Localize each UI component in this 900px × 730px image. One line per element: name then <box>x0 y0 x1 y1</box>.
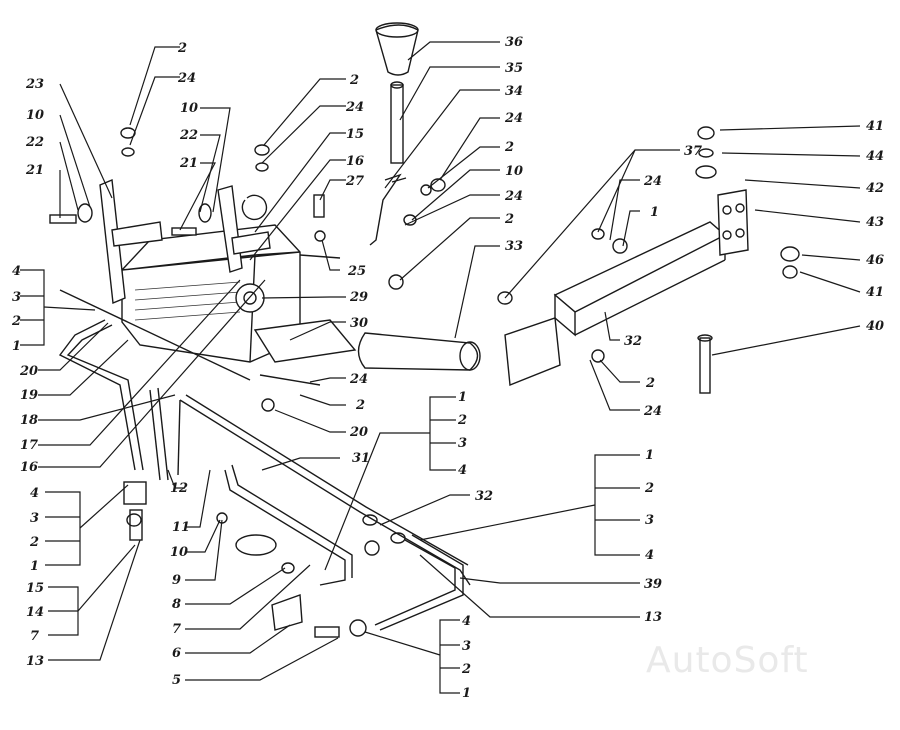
callout-label: 2 <box>504 212 514 227</box>
lever-assembly <box>261 22 446 412</box>
callout-label: 10 <box>170 545 188 560</box>
callout-label: 33 <box>505 239 523 254</box>
callout-label: 7 <box>30 629 39 644</box>
callout-label: 13 <box>644 610 662 625</box>
callout-label: 4 <box>30 486 39 501</box>
callout-label: 46 <box>866 253 884 268</box>
callout-label: 7 <box>172 622 181 637</box>
callout-label: 1 <box>645 448 654 463</box>
callout-label: 3 <box>458 436 467 451</box>
callout-label: 41 <box>866 119 884 134</box>
callout-label: 44 <box>866 149 884 164</box>
callout-label: 4 <box>462 614 471 629</box>
callout-label: 3 <box>645 513 654 528</box>
callout-label: 30 <box>350 316 368 331</box>
callout-label: 20 <box>349 425 368 440</box>
callout-label: 1 <box>30 559 39 574</box>
callout-label: 4 <box>458 463 467 478</box>
callout-label: 39 <box>644 577 662 592</box>
callout-label: 10 <box>26 108 44 123</box>
callout-label: 36 <box>505 35 523 50</box>
callout-label: 37 <box>684 144 702 159</box>
callout-label: 20 <box>19 364 38 379</box>
callout-label: 21 <box>179 156 198 171</box>
callout-label: 24 <box>643 174 662 189</box>
callout-label: 2 <box>11 314 21 329</box>
callout-label: 10 <box>505 164 523 179</box>
callout-label: 3 <box>30 511 39 526</box>
callout-label: 2 <box>355 398 365 413</box>
callout-label: 40 <box>866 319 884 334</box>
callout-label: 43 <box>866 215 884 230</box>
callout-label: 29 <box>349 290 368 305</box>
callout-label: 18 <box>20 413 38 428</box>
callout-label: 16 <box>20 460 38 475</box>
callout-labels: 2 24 23 10 22 21 10 22 21 2 24 15 16 27 … <box>11 35 884 701</box>
callout-label: 1 <box>12 339 21 354</box>
callout-label: 31 <box>352 451 370 466</box>
handle-cover <box>357 332 481 371</box>
callout-label: 3 <box>12 290 21 305</box>
callout-label: 11 <box>172 520 190 535</box>
watermark: AutoSoft <box>646 640 809 681</box>
callout-label: 4 <box>645 548 654 563</box>
callout-label: 8 <box>172 597 181 612</box>
callout-label: 23 <box>25 77 44 92</box>
linkage-rods <box>58 319 471 638</box>
callout-label: 2 <box>461 662 471 677</box>
callout-label: 24 <box>504 111 523 126</box>
callout-label: 10 <box>180 101 198 116</box>
callout-label: 24 <box>349 372 368 387</box>
callout-label: 17 <box>20 438 38 453</box>
callout-label: 24 <box>643 404 662 419</box>
callout-label: 3 <box>462 639 471 654</box>
callout-label: 14 <box>26 605 44 620</box>
callout-label: 22 <box>25 135 44 150</box>
fasteners-left <box>49 127 270 236</box>
right-lever-arm <box>497 126 800 394</box>
callout-label: 2 <box>29 535 39 550</box>
callout-label: 41 <box>866 285 884 300</box>
callout-label: 15 <box>26 581 44 596</box>
callout-label: 27 <box>345 174 364 189</box>
callout-label: 42 <box>866 181 884 196</box>
callout-label: 25 <box>347 264 366 279</box>
callout-label: 19 <box>20 388 38 403</box>
callout-label: 35 <box>505 61 523 76</box>
callout-label: 32 <box>624 334 642 349</box>
callout-label: 1 <box>650 205 659 220</box>
callout-label: 2 <box>349 73 359 88</box>
main-bracket-assembly <box>59 178 357 386</box>
callout-label: 12 <box>170 481 188 496</box>
callout-label: 2 <box>457 413 467 428</box>
callout-label: 1 <box>458 390 467 405</box>
callout-label: 9 <box>172 573 181 588</box>
callout-label: 24 <box>177 71 196 86</box>
callout-label: 4 <box>12 264 21 279</box>
callout-label: 2 <box>645 376 655 391</box>
callout-label: 6 <box>172 646 181 661</box>
callout-label: 21 <box>25 163 44 178</box>
callout-label: 15 <box>346 127 364 142</box>
callout-label: 24 <box>504 189 523 204</box>
callout-label: 32 <box>475 489 493 504</box>
callout-label: 5 <box>172 673 181 688</box>
leader-lines <box>20 41 861 694</box>
callout-label: 34 <box>505 84 523 99</box>
callout-label: 22 <box>179 128 198 143</box>
callout-label: 13 <box>26 654 44 669</box>
callout-label: 2 <box>177 41 187 56</box>
callout-label: 2 <box>504 140 514 155</box>
callout-label: 16 <box>346 154 364 169</box>
callout-label: 1 <box>462 686 471 701</box>
callout-label: 2 <box>644 481 654 496</box>
callout-label: 24 <box>345 100 364 115</box>
